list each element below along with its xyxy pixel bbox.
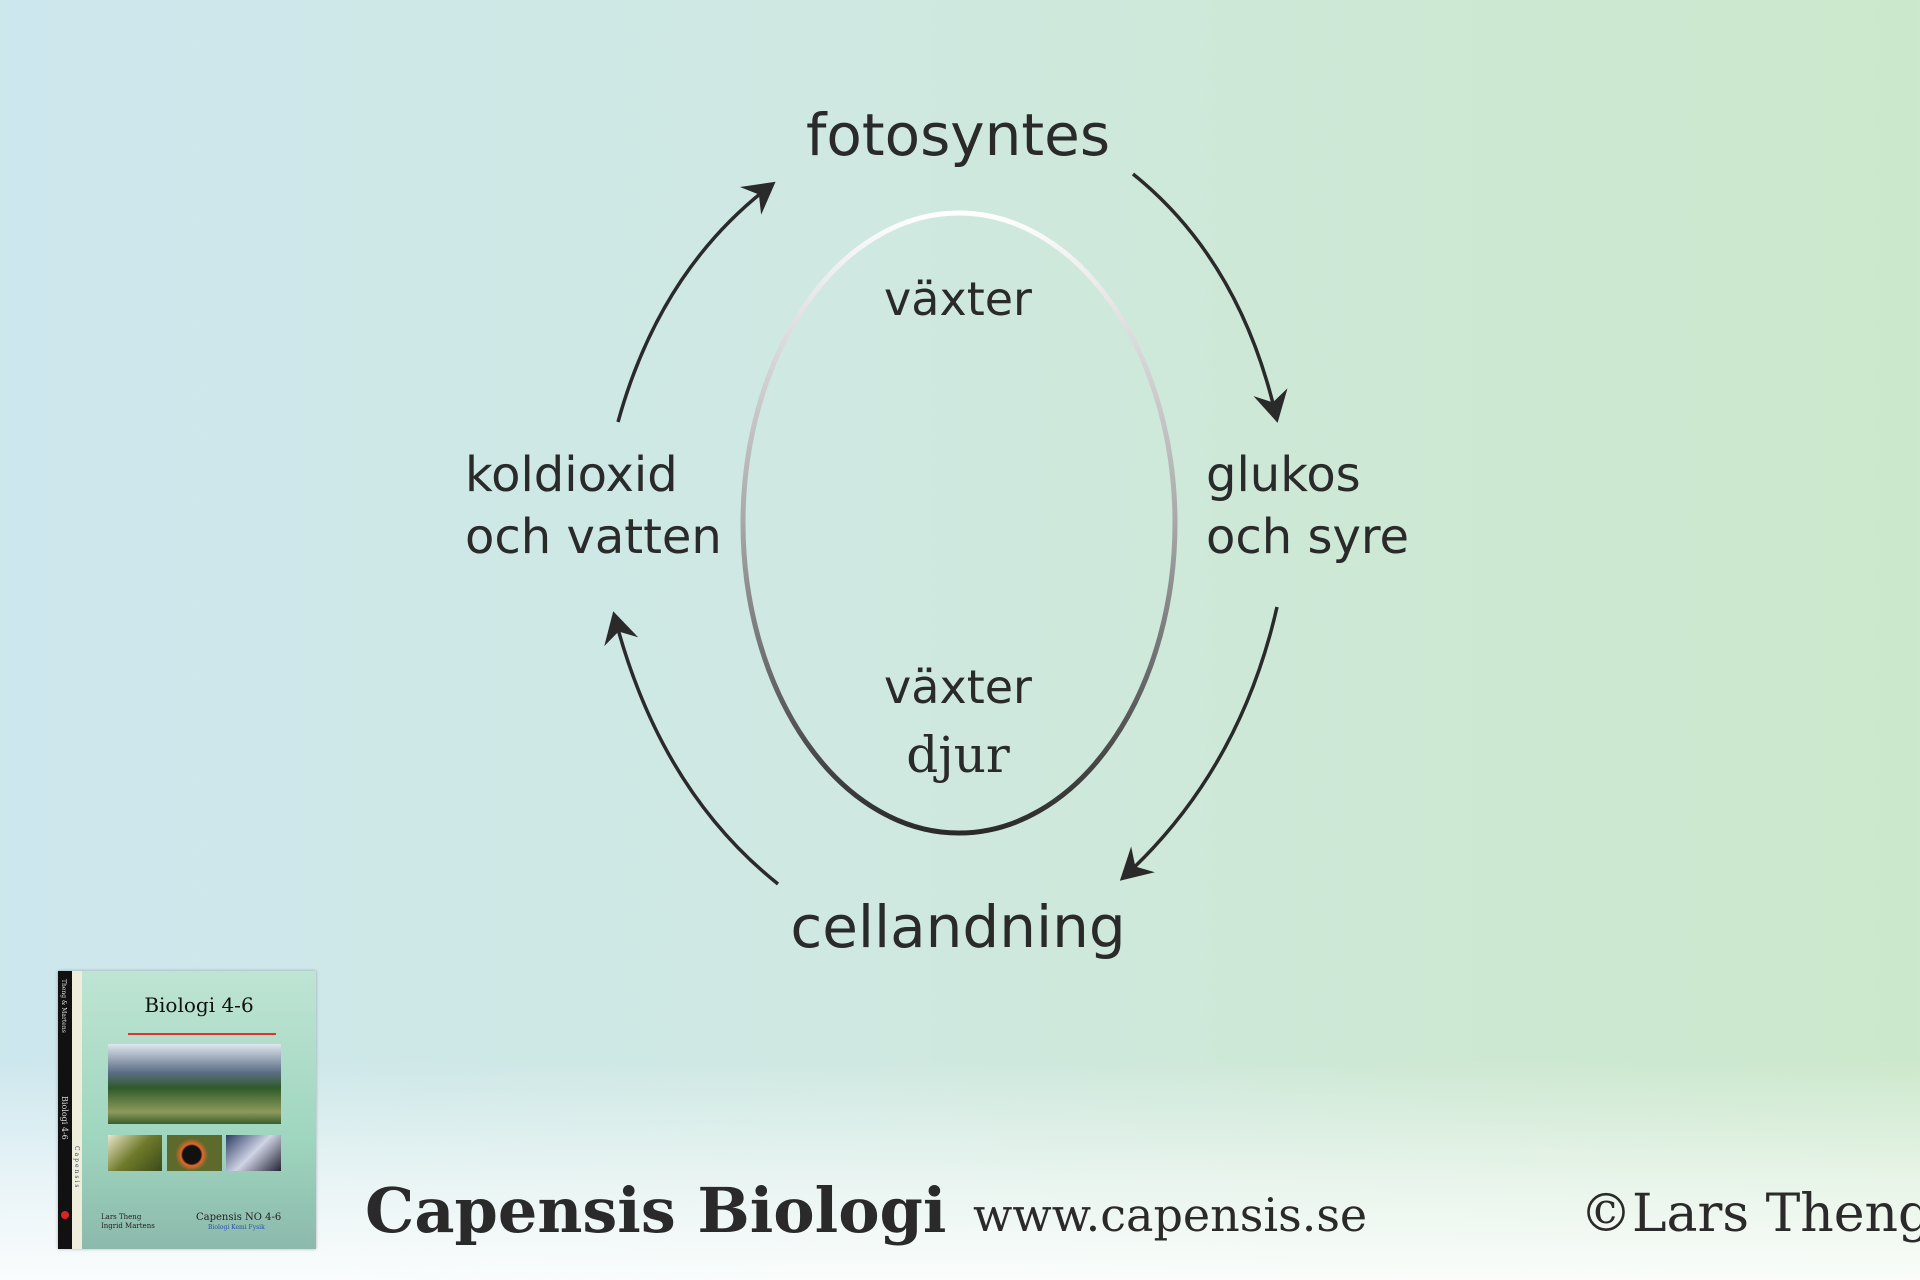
arrow-to-fotosyntes	[616, 181, 776, 423]
book-spine: Theng & Martens Biologi 4-6	[58, 971, 72, 1249]
book-divider	[128, 1033, 276, 1035]
book-title: Biologi 4-6	[144, 993, 254, 1017]
label-inner-vaxter-bottom: växter	[884, 660, 1032, 714]
organism-ellipse	[740, 210, 1178, 836]
label-och-syre: och syre	[1206, 509, 1410, 565]
arrow-to-cellandning	[1119, 606, 1279, 881]
label-glukos: glukos	[1206, 447, 1361, 503]
label-inner-vaxter-top: växter	[884, 272, 1032, 326]
footer-url[interactable]: www.capensis.se	[973, 1188, 1368, 1242]
landscape-photo	[108, 1044, 281, 1124]
background-haze	[0, 1060, 1920, 1280]
book-series: Capensis NO 4-6	[196, 1212, 282, 1223]
label-inner-djur: djur	[906, 726, 1010, 784]
book-author-1: Lars Theng	[101, 1213, 142, 1221]
insect-photo	[108, 1135, 162, 1171]
footer-copyright: ©Lars Theng	[1580, 1184, 1920, 1244]
puffin-photo	[167, 1135, 222, 1171]
label-glukos-syre: glukos och syre	[1206, 444, 1409, 568]
footer-brand: Capensis Biologi	[365, 1174, 947, 1247]
book-subjects: Biologi Kemi Fysik	[208, 1224, 265, 1231]
book-author-2: Ingrid Martens	[101, 1222, 155, 1230]
label-cellandning: cellandning	[790, 893, 1126, 961]
lab-photo	[226, 1135, 281, 1171]
book-cover: Theng & Martens Biologi 4-6 Capensis Bio…	[58, 971, 316, 1249]
spine-publisher: Capensis	[73, 1146, 80, 1190]
book-spine-strip: Capensis	[72, 971, 82, 1249]
spine-title: Biologi 4-6	[60, 1096, 69, 1140]
label-koldioxid-vatten: koldioxid och vatten	[465, 444, 722, 568]
publisher-logo-icon	[61, 1211, 69, 1219]
arrow-to-glukos	[1131, 172, 1288, 423]
spine-authors: Theng & Martens	[60, 979, 67, 1033]
label-och-vatten: och vatten	[465, 509, 722, 565]
arrow-to-koldioxid	[604, 611, 780, 886]
label-fotosyntes: fotosyntes	[805, 101, 1111, 169]
label-koldioxid: koldioxid	[465, 447, 678, 503]
